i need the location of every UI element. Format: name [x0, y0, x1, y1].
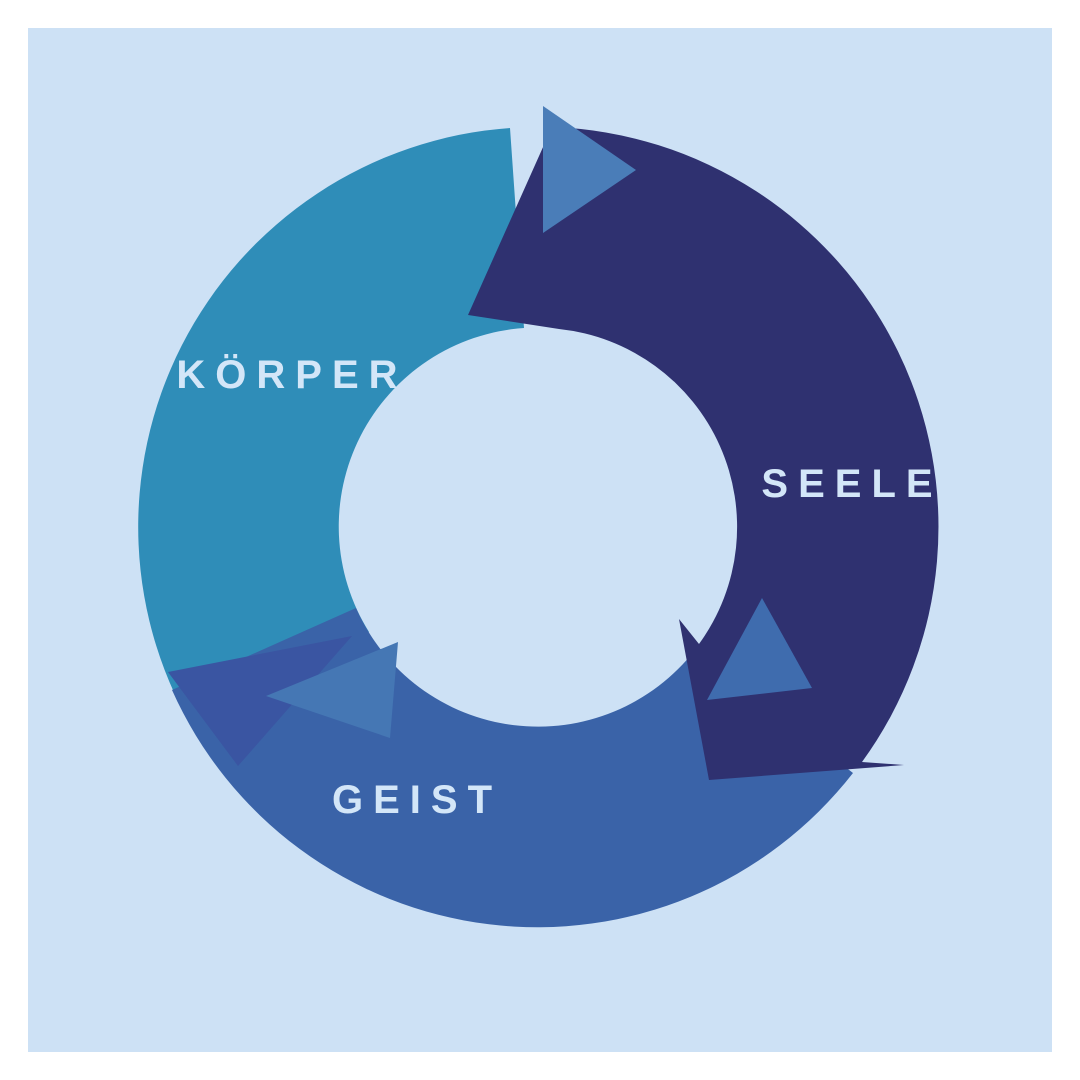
label-geist: Geist	[332, 778, 502, 822]
geist-arrowhead-icon	[168, 636, 352, 766]
label-koerper: Körper	[176, 352, 407, 397]
arrow-accent-right-icon	[707, 598, 812, 700]
arrow-accent-left-icon	[266, 642, 398, 738]
arrow-accent-top-icon	[543, 106, 636, 233]
label-seele: Seele	[761, 462, 942, 506]
segment-seele-arc	[468, 127, 939, 780]
segment-koerper-arc	[138, 128, 524, 739]
